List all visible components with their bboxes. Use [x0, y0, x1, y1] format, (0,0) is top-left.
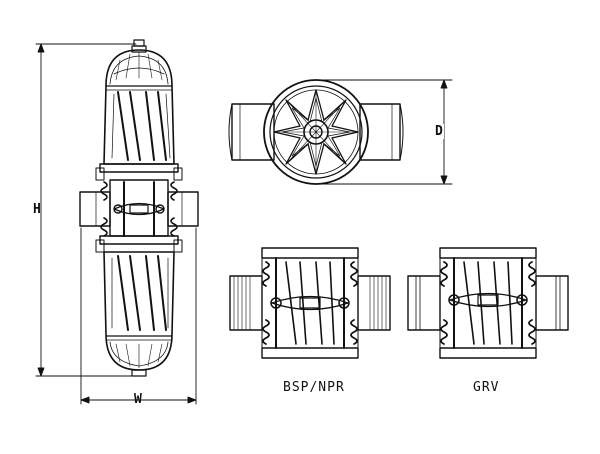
diameter-label: D: [434, 124, 444, 139]
star-pattern: [274, 90, 358, 174]
height-dimension: [36, 44, 136, 376]
height-label: H: [33, 202, 41, 217]
bsp-npr-view: [230, 248, 390, 358]
bsp-npr-caption: BSP/NPR: [283, 380, 345, 395]
grv-caption: GRV: [473, 380, 500, 395]
diameter-dimension: [320, 80, 452, 184]
width-label: W: [134, 392, 142, 407]
top-view-filter: [229, 80, 403, 184]
width-dimension: [81, 228, 196, 404]
grv-view: [408, 248, 568, 358]
front-view-filter: [80, 40, 198, 376]
